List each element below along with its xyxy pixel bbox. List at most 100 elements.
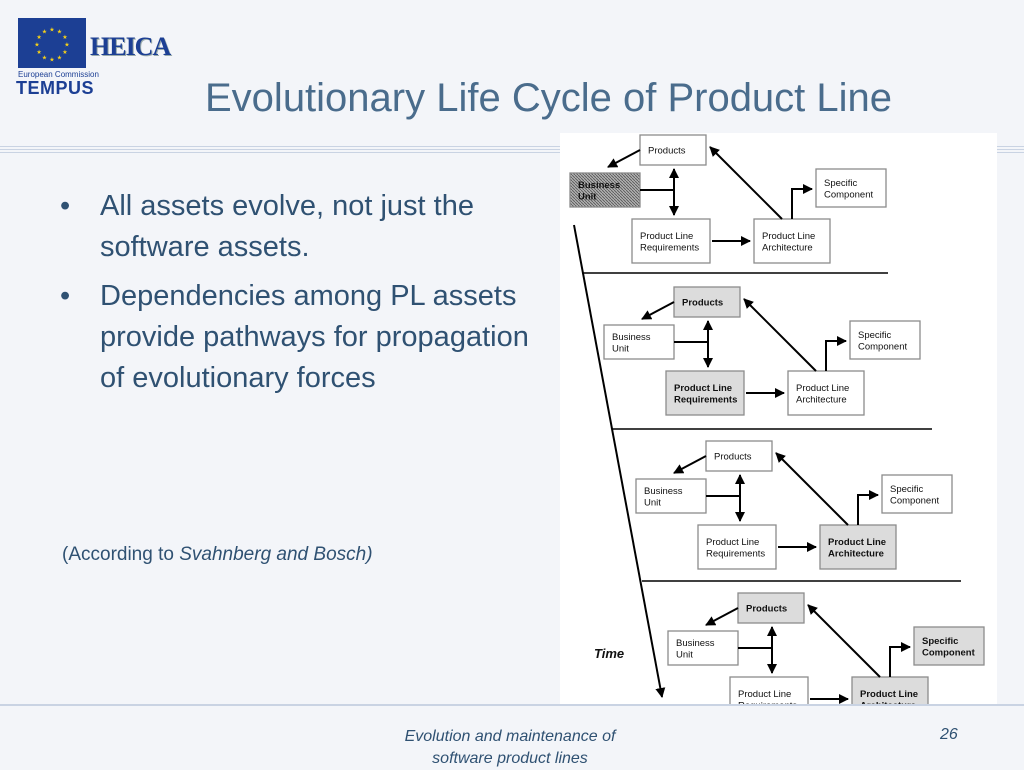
requirements-box-label: Requirements	[706, 548, 765, 559]
architecture-box-label: Product Line	[762, 231, 815, 242]
business-unit-box-label: Unit	[644, 497, 661, 508]
bullet-item: • Dependencies among PL assets provide p…	[60, 276, 560, 399]
requirements-box-label: Product Line	[738, 689, 791, 700]
component-box-label: Specific	[858, 330, 892, 341]
citation: (According to Svahnberg and Bosch)	[62, 544, 373, 566]
architecture-box	[753, 218, 831, 264]
footer-line-1: Evolution and maintenance of	[404, 728, 616, 745]
component-box	[849, 320, 921, 360]
time-arrow	[573, 224, 666, 698]
page-title: Evolutionary Life Cycle of Product Line	[205, 76, 893, 120]
business-unit-box	[667, 630, 739, 666]
business-unit-box	[635, 478, 707, 514]
requirements-box	[729, 676, 809, 705]
component-box-label: Component	[858, 341, 907, 352]
architecture-to-component-arrow	[791, 184, 813, 219]
citation-prefix: (According to	[62, 544, 180, 565]
eu-star-icon: ★	[36, 34, 41, 41]
footer-divider	[0, 704, 1024, 706]
requirements-box-label: Requirements	[738, 700, 797, 705]
products-to-business-arrow	[641, 301, 675, 320]
architecture-to-products-arrow	[807, 604, 881, 678]
architecture-box-label: Architecture	[860, 700, 916, 705]
products-box-label: Products	[682, 298, 723, 309]
products-to-business-arrow	[705, 607, 739, 626]
architecture-box-label: Product Line	[860, 689, 918, 700]
architecture-box-label: Architecture	[762, 242, 813, 253]
bullet-list: • All assets evolve, not just the softwa…	[60, 186, 560, 407]
logo: ★★★★★★★★★★★★ HEICA European Commission T…	[16, 18, 188, 98]
eu-star-icon: ★	[42, 55, 47, 62]
requirements-box-label: Requirements	[640, 242, 699, 253]
architecture-box-label: Product Line	[828, 537, 886, 548]
architecture-to-component-arrow	[857, 490, 879, 525]
component-box-label: Specific	[824, 178, 858, 189]
bullet-item: • All assets evolve, not just the softwa…	[60, 186, 560, 268]
bullet-text: Dependencies among PL assets provide pat…	[100, 280, 529, 394]
eu-star-icon: ★	[62, 49, 67, 56]
bullet-marker: •	[60, 190, 71, 222]
requirements-box-label: Product Line	[706, 537, 759, 548]
requirements-box	[665, 370, 745, 416]
eu-star-icon: ★	[34, 42, 39, 49]
component-box	[881, 474, 953, 514]
footer-caption: Evolution and maintenance of software pr…	[370, 726, 650, 770]
component-box	[913, 626, 985, 666]
component-box	[815, 168, 887, 208]
products-to-business-arrow	[607, 149, 641, 168]
architecture-box-label: Product Line	[796, 383, 849, 394]
component-box-label: Component	[890, 495, 939, 506]
products-box-label: Products	[714, 452, 752, 463]
architecture-to-products-arrow	[743, 298, 817, 372]
component-box-label: Specific	[922, 636, 958, 647]
products-box	[737, 592, 805, 624]
eu-star-icon: ★	[57, 55, 62, 62]
business-unit-box-label: Business	[612, 332, 651, 343]
requirements-box	[697, 524, 777, 570]
requirements-box-label: Product Line	[640, 231, 693, 242]
products-to-business-arrow	[673, 455, 707, 474]
architecture-box-label: Architecture	[796, 394, 847, 405]
products-box	[673, 286, 741, 318]
bullet-text: All assets evolve, not just the software…	[100, 190, 474, 263]
business-unit-box-label: Unit	[578, 191, 597, 202]
business-unit-box	[569, 172, 641, 208]
component-box-label: Specific	[890, 484, 924, 495]
requirements-box-label: Requirements	[674, 394, 737, 405]
architecture-to-products-arrow	[709, 146, 783, 220]
business-unit-box-label: Unit	[676, 649, 693, 660]
architecture-box-label: Architecture	[828, 548, 884, 559]
business-unit-box-label: Business	[676, 638, 715, 649]
page-number: 26	[940, 726, 958, 743]
bullet-marker: •	[60, 280, 71, 312]
products-box	[639, 134, 707, 166]
architecture-to-component-arrow	[889, 642, 911, 677]
logo-text: HEICA	[90, 32, 171, 61]
eu-star-icon: ★	[36, 49, 41, 56]
business-unit-box-label: Business	[578, 180, 620, 191]
eu-star-icon: ★	[49, 57, 54, 64]
eu-flag-icon: ★★★★★★★★★★★★	[18, 18, 86, 68]
eu-star-icon: ★	[57, 29, 62, 36]
requirements-box	[631, 218, 711, 264]
eu-star-icon: ★	[49, 27, 54, 34]
time-label: Time	[594, 646, 624, 661]
architecture-to-products-arrow	[775, 452, 849, 526]
products-box-label: Products	[648, 146, 686, 157]
component-box-label: Component	[922, 647, 976, 658]
business-unit-box-label: Unit	[612, 343, 629, 354]
footer-line-2: software product lines	[432, 750, 588, 767]
products-box-label: Products	[746, 604, 787, 615]
business-unit-box-label: Business	[644, 486, 683, 497]
commission-text: European Commission	[18, 70, 99, 79]
component-box-label: Component	[824, 189, 873, 200]
program-text: TEMPUS	[16, 78, 95, 98]
eu-star-icon: ★	[62, 34, 67, 41]
requirements-box-label: Product Line	[674, 383, 732, 394]
architecture-to-component-arrow	[825, 336, 847, 371]
header-divider	[0, 146, 1024, 154]
eu-star-icon: ★	[42, 29, 47, 36]
products-box	[705, 440, 773, 472]
